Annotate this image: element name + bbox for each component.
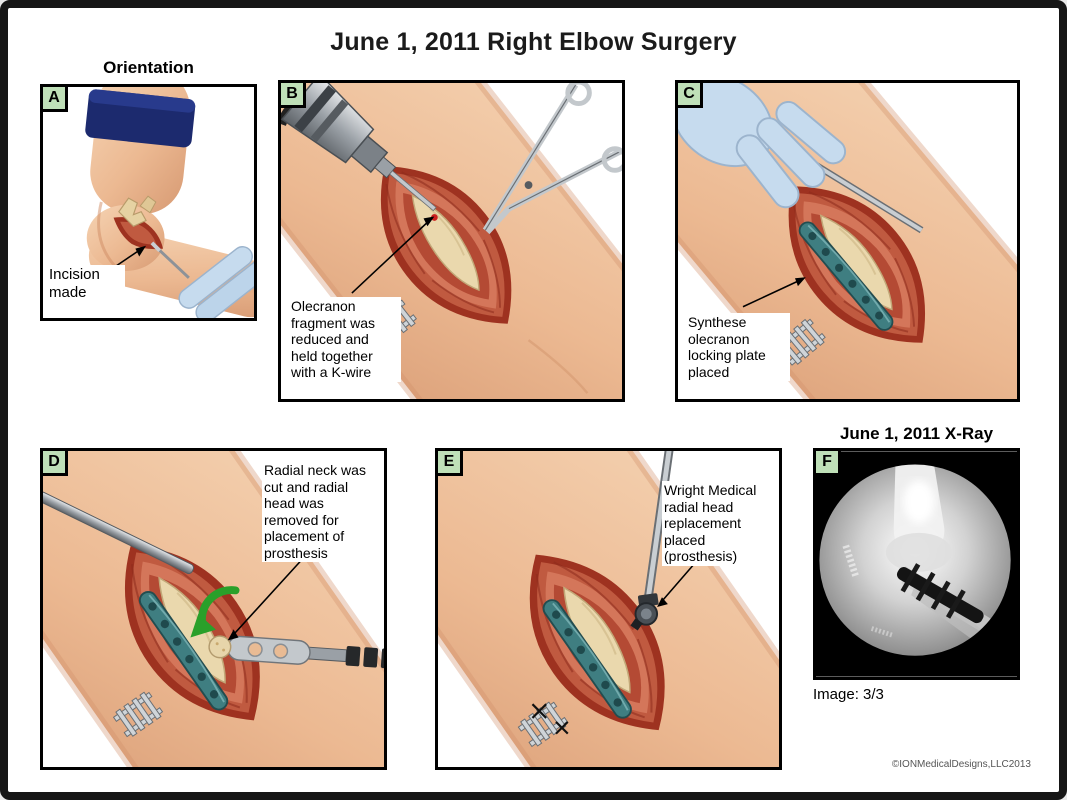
- film-markings: [842, 544, 859, 577]
- bone-fragment: [139, 195, 157, 214]
- leader-line: [351, 220, 429, 294]
- surgical-wound: [344, 134, 549, 356]
- plate-shadow: [896, 563, 984, 624]
- panel-c: C Synthese olecranon locking plate place…: [675, 80, 1020, 402]
- panel-letter-badge: C: [675, 80, 703, 108]
- panel-d-caption: Radial neck was cut and radial head was …: [262, 461, 382, 563]
- panel-d: D Radial neck was cut and radial head wa…: [40, 448, 387, 770]
- panel-letter-badge: B: [278, 80, 306, 108]
- leader-arrowhead: [135, 245, 147, 257]
- copyright-notice: ©IONMedicalDesigns,LLC2013: [891, 759, 1031, 770]
- panel-c-illustration: [678, 83, 1017, 399]
- panel-a-caption: Incision made: [47, 265, 125, 303]
- page-title: June 1, 2011 Right Elbow Surgery: [330, 28, 737, 56]
- panel-letter-badge: E: [435, 448, 463, 476]
- leader-arrowhead: [657, 597, 668, 608]
- surgeon-glove: [178, 246, 254, 318]
- orientation-heading: Orientation: [103, 58, 194, 77]
- panel-e-caption: Wright Medical radial head replacement p…: [662, 481, 776, 566]
- panel-a-illustration: [43, 87, 254, 318]
- image-count-label: Image: 3/3: [813, 686, 884, 703]
- panel-f-xray: [816, 451, 1017, 677]
- panel-c-caption: Synthese olecranon locking plate placed: [686, 313, 790, 382]
- retractor-rod: [43, 491, 195, 575]
- reduction-forceps: [482, 83, 622, 235]
- leader-arrowhead: [227, 629, 239, 641]
- tourniquet: [85, 89, 196, 148]
- panel-f: F: [813, 448, 1020, 680]
- panel-b-illustration: [281, 83, 622, 399]
- panel-e-illustration: [438, 451, 779, 767]
- radial-head-prosthesis: [630, 602, 659, 631]
- leader-line: [661, 564, 694, 602]
- bone-fragment: [118, 197, 147, 228]
- radial-head-instrument: [208, 635, 384, 669]
- panel-letter-badge: F: [813, 448, 841, 476]
- elbow-joint-shadow: [885, 532, 952, 572]
- panel-b-caption: Olecranon fragment was reduced and held …: [289, 297, 401, 382]
- leader-line: [742, 279, 801, 308]
- panel-letter-badge: A: [40, 84, 68, 112]
- panel-e: E Wright Medical radial head replacement…: [435, 448, 782, 770]
- sutures: [531, 703, 569, 735]
- leader-arrowhead: [794, 277, 806, 287]
- k-wire: [431, 214, 438, 221]
- scalpel: [154, 245, 190, 279]
- leader-arrowhead: [423, 216, 435, 227]
- incision: [113, 217, 164, 250]
- panel-a: A Incision made: [40, 84, 257, 321]
- leader-line: [233, 556, 305, 636]
- radial-head-fragment: [208, 635, 232, 659]
- panel-letter-badge: D: [40, 448, 68, 476]
- xray-heading: June 1, 2011 X-Ray: [839, 424, 994, 443]
- panel-b: B Olecranon fragment was reduced and hel…: [278, 80, 625, 402]
